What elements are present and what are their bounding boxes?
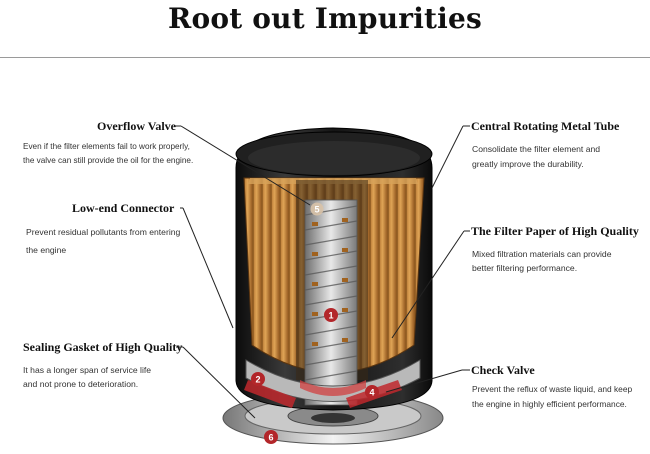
sealing-gasket-title: Sealing Gasket of High Quality [23,340,183,354]
marker-5: 5 [310,202,324,216]
filter-paper-desc: Mixed filtration materials can provide b… [472,249,612,273]
svg-text:2: 2 [255,375,260,385]
overflow-valve-desc: Even if the filter elements fail to work… [23,142,194,165]
marker-4: 4 [365,385,379,399]
svg-text:6: 6 [268,433,273,443]
sealing-gasket-desc: It has a longer span of service life and… [23,365,152,389]
svg-text:5: 5 [314,205,319,215]
central-tube-title: Central Rotating Metal Tube [471,119,620,133]
title-divider [0,57,650,58]
svg-text:4: 4 [369,388,374,398]
check-valve-desc: Prevent the reflux of waste liquid, and … [472,384,633,409]
tube-holes [312,218,348,346]
svg-text:1: 1 [328,311,333,321]
leader-lines [175,125,470,419]
marker-1: 1 [324,308,338,322]
overflow-valve-title: Overflow Valve [97,119,176,133]
low-end-connector-title: Low-end Connector [72,201,175,215]
filter-paper-title: The Filter Paper of High Quality [471,224,639,238]
central-metal-tube [304,199,358,406]
marker-6: 6 [264,430,278,444]
page-title: Root out Impurities [167,2,482,35]
marker-2: 2 [251,372,265,386]
low-end-connector-desc: Prevent residual pollutants from enterin… [26,227,181,255]
check-valve-title: Check Valve [471,363,535,377]
sealing-gasket [244,380,296,408]
central-tube-desc: Consolidate the filter element and great… [472,144,601,169]
